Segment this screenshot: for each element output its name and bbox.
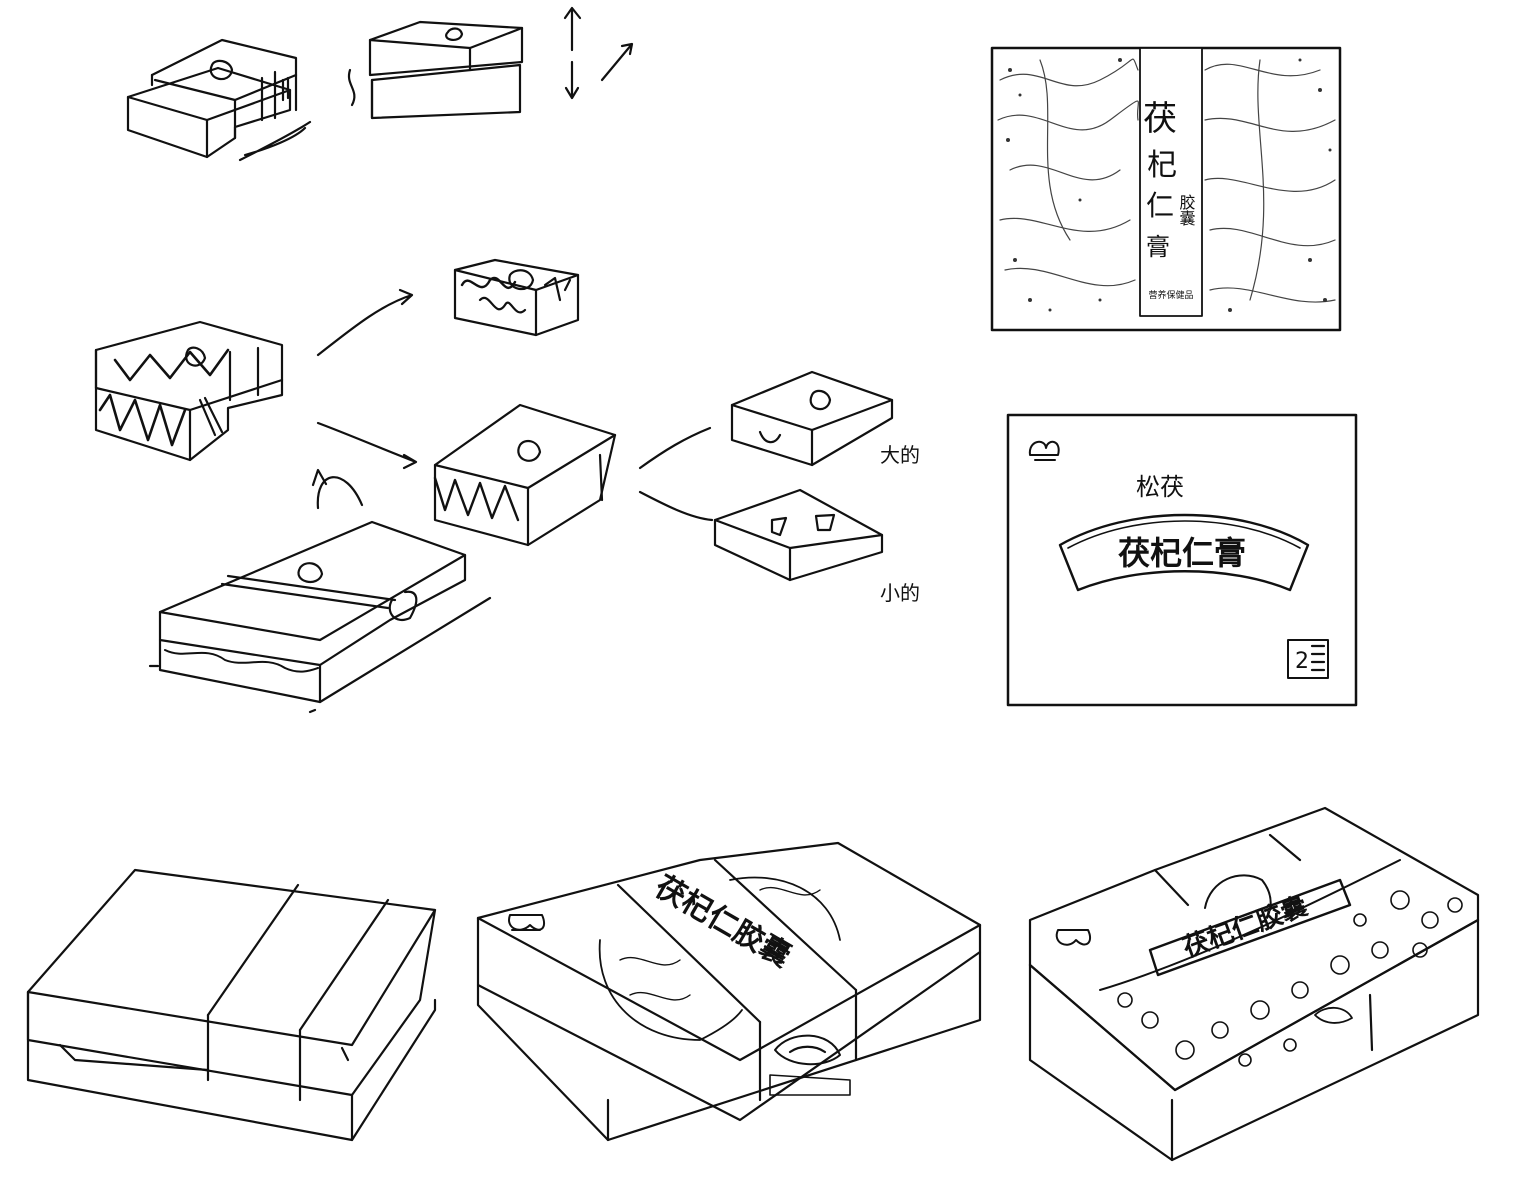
sketch-drawer-box	[433, 403, 617, 547]
arrow-to-sleeve	[316, 288, 414, 357]
connector-to-large	[638, 426, 712, 470]
box-band-text: 茯杞仁胶囊	[649, 869, 796, 974]
front-subtitle: 胶囊	[1177, 194, 1196, 226]
front-title-char-1: 茯	[1143, 99, 1177, 139]
arrow-to-tray	[316, 421, 418, 470]
top-panel-design: 松茯 茯杞仁膏 2	[1006, 413, 1358, 707]
box-render-banded: 茯杞仁胶囊	[476, 841, 982, 1142]
fan-banner	[1058, 513, 1310, 592]
sketch-large-variant: 大的	[730, 370, 920, 467]
seal-box	[1287, 639, 1329, 679]
front-title-char-2: 杞	[1147, 148, 1177, 183]
box-render-floral: 茯杞仁胶囊	[1028, 806, 1480, 1162]
top-small-title: 松茯	[1136, 473, 1184, 501]
sketch-sleeve-box	[126, 38, 312, 162]
box-render-plain	[26, 868, 437, 1142]
label-small: 小的	[880, 581, 920, 605]
sketch-flat-box	[148, 520, 492, 714]
front-band-footer: 营养保健品	[1148, 289, 1193, 301]
top-main-title: 茯杞仁膏	[1118, 534, 1246, 572]
front-title-char-3: 仁	[1146, 189, 1174, 222]
seal-text: 2	[1295, 649, 1309, 674]
front-panel-design: 茯 杞 仁 膏 胶囊 营养保健品	[990, 46, 1342, 332]
connector-to-small	[638, 490, 714, 522]
label-large: 大的	[880, 443, 920, 467]
sketch-lift-lid-box	[347, 6, 634, 120]
sketch-sleeve-part	[453, 258, 580, 337]
sketch-textured-box	[94, 320, 284, 462]
front-title-char-4: 膏	[1146, 233, 1170, 261]
arrow-up-curve	[311, 468, 364, 510]
sketch-small-variant: 小的	[713, 488, 920, 605]
